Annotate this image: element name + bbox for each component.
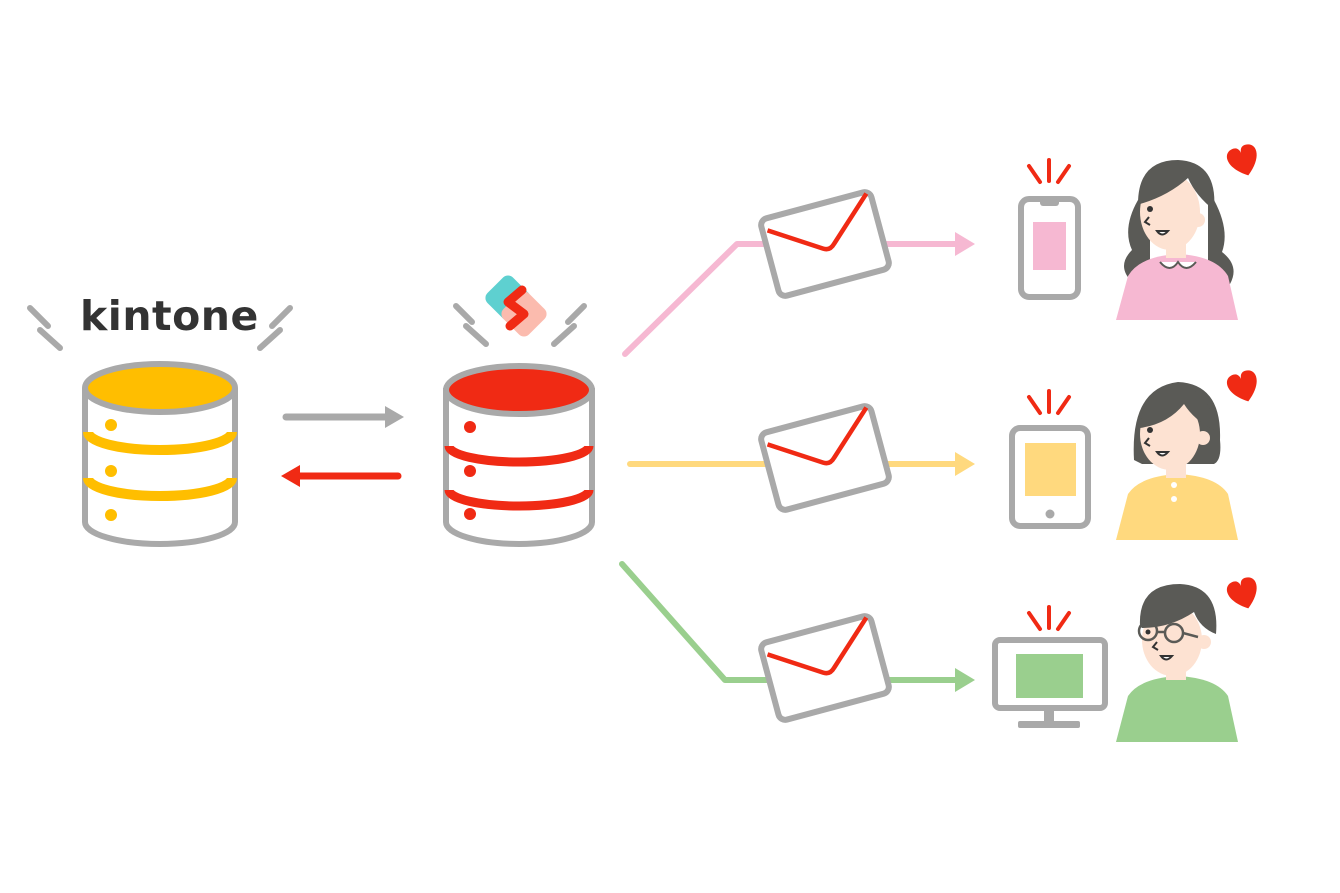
woman-short-hair-avatar: [1116, 382, 1238, 540]
sparkle-left-icon: [453, 303, 489, 347]
tablet-icon: [1009, 425, 1091, 529]
heart-icon: [1226, 144, 1257, 176]
envelope-icon: [758, 189, 892, 299]
notification-icon: [1027, 389, 1071, 415]
heart-icon: [1226, 370, 1257, 402]
notification-icon: [1027, 605, 1071, 631]
service-database-icon: [443, 275, 595, 547]
heart-icon: [1226, 577, 1257, 609]
envelope-icon: [758, 403, 892, 513]
smartphone-icon: [1018, 196, 1081, 300]
kintone-label: kintone: [80, 292, 259, 340]
sync-arrow-left: [281, 465, 402, 487]
notification-icon: [1027, 158, 1071, 184]
sparkle-right-icon: [551, 303, 587, 347]
desktop-monitor-icon: [992, 637, 1108, 728]
sparkle-right-icon: [257, 305, 293, 351]
sparkle-left-icon: [27, 305, 63, 351]
envelope-icon: [758, 613, 892, 723]
s-logo-icon: [485, 275, 547, 337]
kintone-database-icon: [27, 305, 293, 547]
sync-arrow-right: [282, 406, 404, 428]
man-with-glasses-avatar: [1116, 584, 1238, 742]
woman-long-hair-avatar: [1116, 160, 1238, 320]
